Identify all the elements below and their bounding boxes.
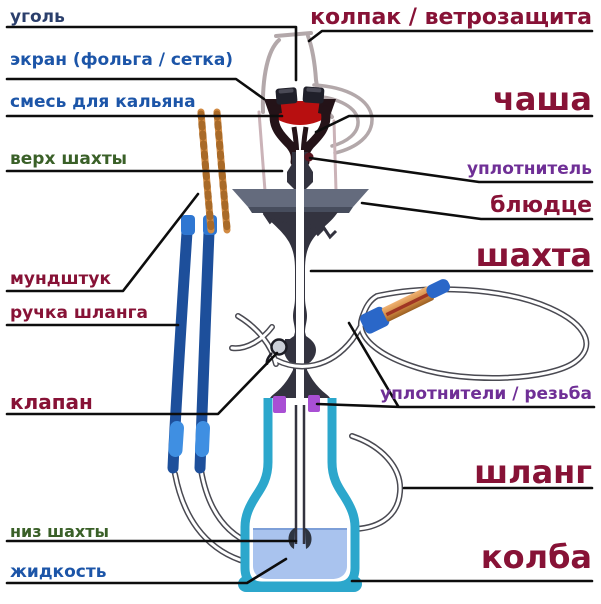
label-seal: уплотнитель [466, 159, 592, 179]
callout-seals-thread [315, 402, 596, 409]
label-mixture: смесь для кальяна [10, 92, 196, 112]
callout-valve [5, 351, 279, 416]
label-flask: колба [480, 538, 592, 576]
shaft-bottom-tube [288, 405, 312, 549]
callout-screen [5, 77, 266, 101]
smoking-mixture [268, 101, 332, 125]
callout-lines [5, 25, 596, 585]
seal-right [308, 395, 320, 412]
label-mouthpiece: мундштук [10, 269, 111, 289]
label-shaft: шахта [475, 236, 592, 274]
coals [275, 86, 325, 105]
callout-liquid [5, 557, 288, 585]
flask [238, 398, 362, 592]
label-seals-thread: уплотнители / резьба [380, 384, 592, 404]
valve-ball [270, 338, 288, 356]
hose-handle-right [360, 279, 451, 334]
seals-thread [273, 395, 320, 413]
seal-left [273, 396, 286, 413]
label-bowl: чаша [492, 80, 592, 118]
callout-coal [5, 25, 298, 82]
label-screen: экран (фольга / сетка) [10, 50, 234, 70]
label-liquid: жидкость [10, 562, 107, 582]
shaft [262, 150, 338, 412]
hose-handle-left [167, 108, 231, 474]
hose [172, 286, 590, 571]
callout-mouthpiece [5, 192, 200, 293]
callout-saucer [360, 201, 594, 221]
label-cap: колпак / ветрозащита [310, 5, 592, 30]
shaft-inner-tube [296, 150, 304, 412]
label-saucer: блюдце [490, 193, 592, 218]
label-shaft-top: верх шахты [10, 149, 128, 169]
label-hose-handle: ручка шланга [10, 303, 148, 323]
callout-thread [347, 321, 400, 408]
label-coal: уголь [10, 7, 65, 27]
callout-seal [308, 156, 594, 184]
callout-bowl [314, 114, 594, 134]
label-valve: клапан [10, 390, 93, 414]
label-hose: шланг [474, 453, 592, 491]
callout-cap [307, 29, 594, 43]
label-shaft-bottom: низ шахты [10, 522, 109, 541]
